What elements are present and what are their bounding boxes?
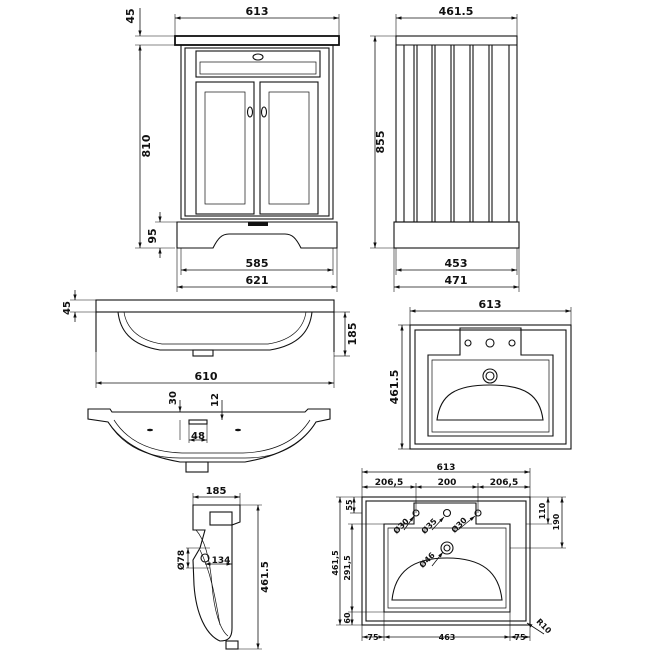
dim-profile-78: Ø78 — [176, 550, 187, 570]
dim-side-base: 471 — [445, 274, 468, 287]
dim-detail-4615: 461,5 — [331, 550, 340, 576]
dim-plan-width: 613 — [479, 298, 502, 311]
hole-d30-left: Ø30 — [391, 516, 411, 536]
basin-profile-dimensions: 185 Ø78 134 461.5 — [176, 486, 271, 650]
dim-detail-r10: R10 — [534, 617, 553, 636]
dim-detail-55: 55 — [345, 499, 354, 511]
dim-profile-134: 134 — [212, 556, 231, 566]
basin-section — [87, 408, 331, 473]
basin-plan — [409, 324, 572, 450]
dim-side-height: 855 — [374, 131, 387, 154]
basin-section-dimensions: 30 12 48 — [168, 391, 224, 443]
hole-d30-right: Ø30 — [449, 515, 469, 535]
basin-profile — [186, 504, 241, 650]
dim-detail-width: 613 — [437, 463, 456, 473]
dim-front-top: 45 — [124, 8, 137, 23]
basin-elevation-dimensions: 45 185 610 — [62, 290, 359, 388]
dim-basin-width: 610 — [195, 370, 218, 383]
side-view — [393, 35, 520, 249]
dim-detail-75-right: 75 — [514, 633, 526, 642]
front-dimensions: 613 45 810 95 585 621 — [124, 5, 340, 292]
dim-front-height: 810 — [140, 134, 153, 157]
hole-d35: Ø35 — [419, 516, 439, 536]
dim-detail-206-right: 206,5 — [490, 478, 518, 488]
dim-section-48: 48 — [191, 431, 205, 442]
dim-front-width: 613 — [246, 5, 269, 18]
dim-side-width: 461.5 — [439, 5, 474, 18]
side-dimensions: 461.5 855 453 471 — [370, 5, 520, 292]
dim-front-plinth: 95 — [146, 228, 159, 243]
dim-basin-height: 185 — [346, 323, 359, 346]
dim-detail-463: 463 — [439, 633, 456, 642]
dim-detail-75-left: 75 — [367, 633, 379, 642]
dim-detail-190: 190 — [552, 513, 561, 530]
dim-profile-depth: 461.5 — [260, 561, 271, 593]
dim-basin-top: 45 — [62, 301, 73, 315]
basin-plan-dimensions: 613 461.5 — [388, 298, 572, 450]
dim-front-inner: 585 — [246, 257, 269, 270]
hole-d46: Ø46 — [417, 550, 437, 570]
detail-plan — [361, 496, 531, 626]
dim-detail-2915: 291,5 — [343, 555, 352, 581]
front-view — [174, 35, 340, 249]
dim-profile-width: 185 — [206, 486, 227, 497]
dim-section-12: 12 — [210, 393, 221, 407]
dim-plan-depth: 461.5 — [388, 370, 401, 405]
dim-section-30: 30 — [168, 391, 179, 405]
dim-side-inner: 453 — [445, 257, 468, 270]
dim-detail-206-left: 206,5 — [375, 478, 403, 488]
basin-elevation — [95, 299, 335, 357]
dim-detail-60: 60 — [343, 612, 352, 624]
dim-detail-110: 110 — [538, 502, 547, 519]
dim-front-base: 621 — [246, 274, 269, 287]
dim-detail-200: 200 — [438, 478, 457, 488]
